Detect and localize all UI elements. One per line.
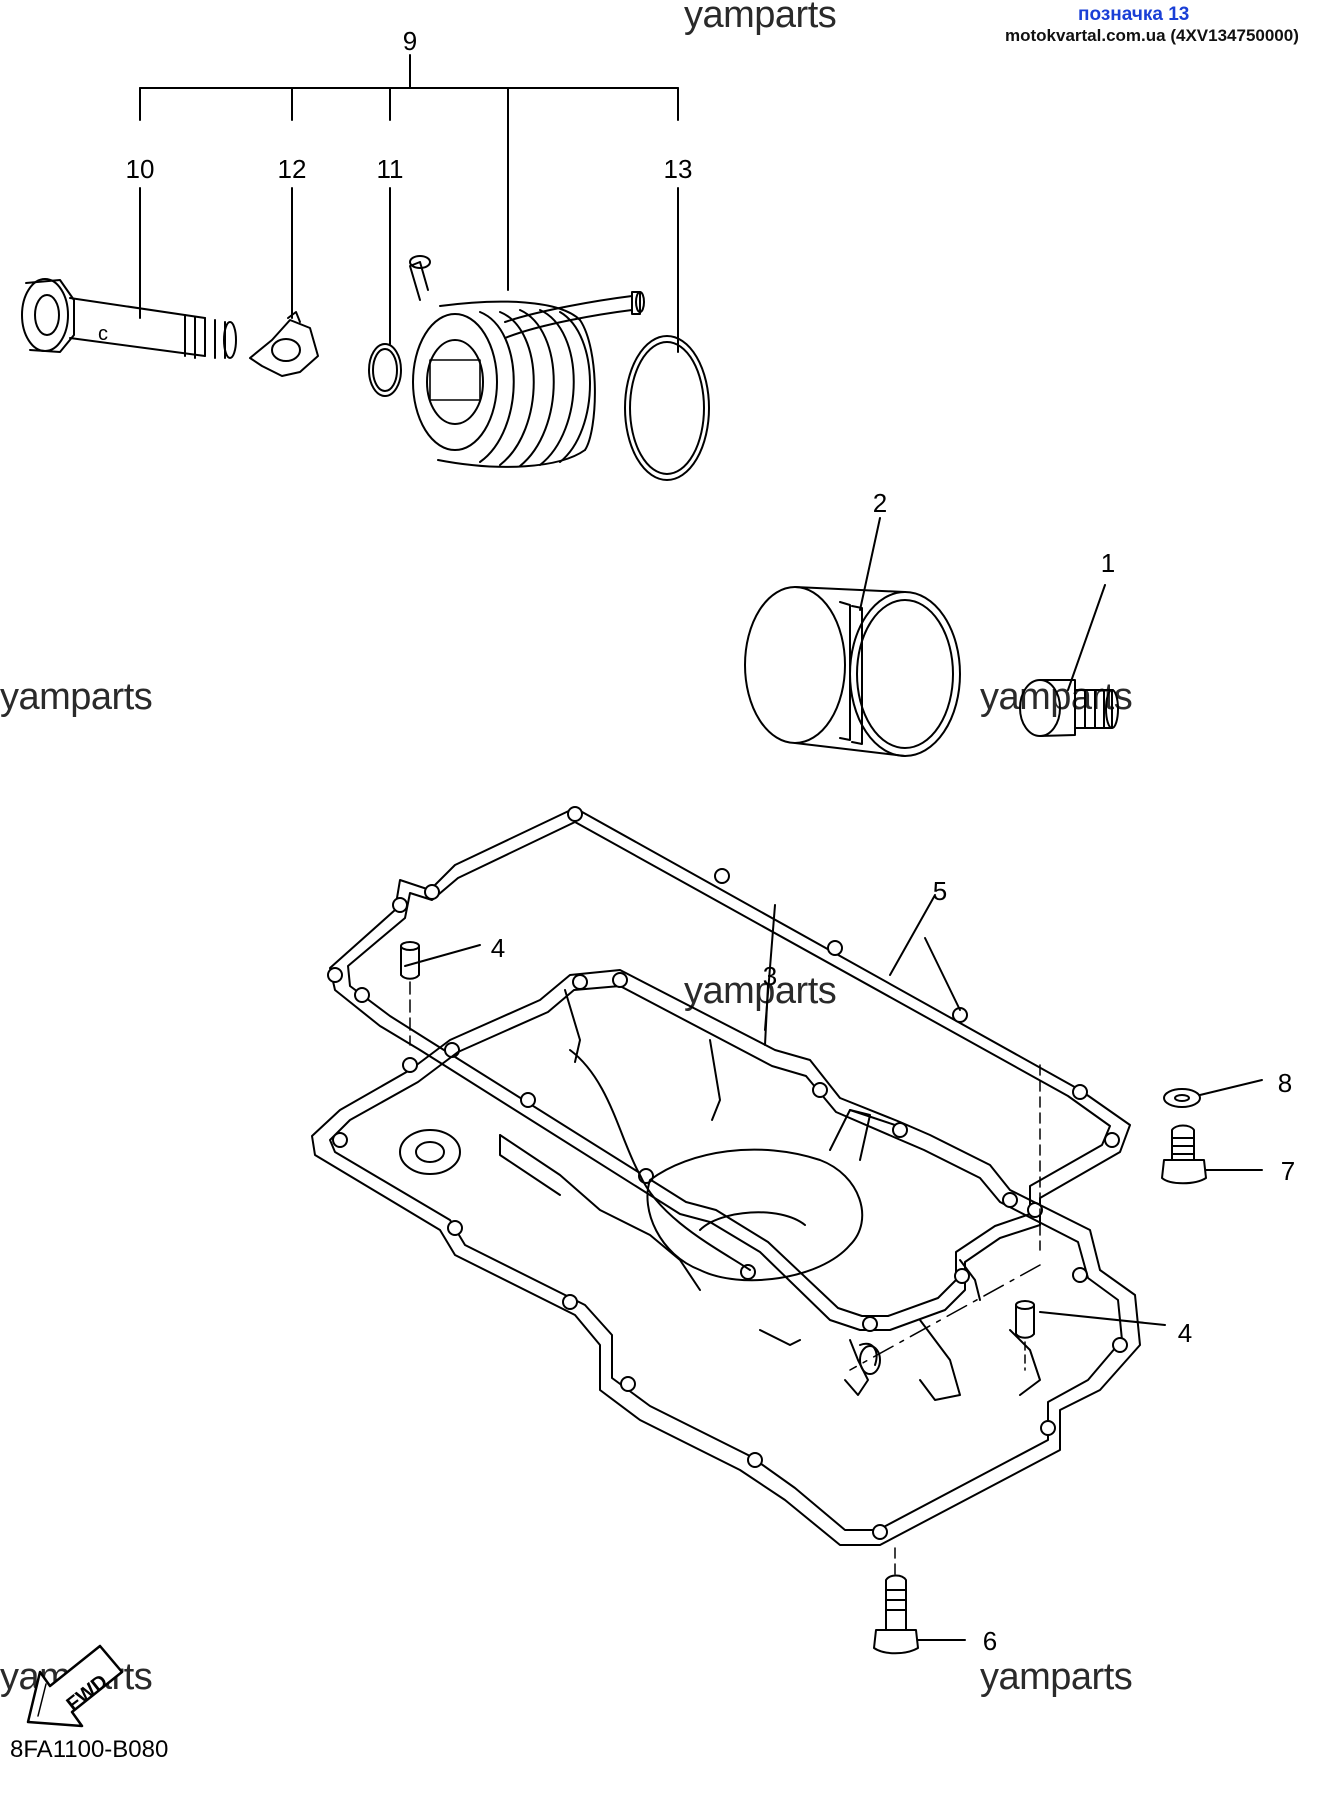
washer-part-8[interactable]: [1163, 1079, 1263, 1108]
callout-4a: 4: [491, 933, 505, 963]
diagram-code: 8FA1100-B080: [10, 1736, 169, 1763]
callout-11: 11: [377, 154, 404, 184]
callout-3: 3: [763, 961, 777, 991]
watermark-bottom-right: yamparts: [980, 1656, 1133, 1698]
bolt-part-7[interactable]: [1161, 1124, 1263, 1185]
callout-9: 9: [403, 26, 417, 56]
watermark-top: yamparts: [684, 0, 837, 36]
fwd-arrow-icon: FWD: [26, 1644, 124, 1728]
oil-cooler-part-9[interactable]: [409, 255, 645, 468]
callout-6: 6: [983, 1626, 997, 1656]
oil-filter-part-2[interactable]: [744, 517, 961, 757]
callout-1: 1: [1101, 548, 1115, 578]
large-o-ring-part-13[interactable]: [624, 335, 710, 481]
header-site-link[interactable]: motokvartal.com.ua (4XV134750000): [1005, 26, 1299, 45]
small-o-ring-part-11[interactable]: [368, 343, 402, 397]
callout-10: 10: [126, 154, 155, 184]
bolt-part-6[interactable]: [873, 1547, 966, 1655]
watermark-center: yamparts: [684, 970, 837, 1012]
callout-2: 2: [873, 488, 887, 518]
svg-text:c: c: [98, 323, 108, 345]
leader-3: [764, 984, 769, 1046]
callout-4b: 4: [1178, 1318, 1192, 1348]
oil-pan-part-3[interactable]: [311, 904, 1141, 1546]
callout-5: 5: [933, 876, 947, 906]
oil-pan-gasket-part-5[interactable]: [327, 806, 1131, 1332]
leader-5: [889, 894, 936, 976]
dowel-pin-part-4b[interactable]: [1015, 1300, 1166, 1371]
header-badge: позначка 13: [1078, 4, 1190, 25]
callout-13: 13: [664, 154, 693, 184]
leader-lines-top: [139, 187, 679, 353]
callout-7: 7: [1281, 1156, 1295, 1186]
drain-bolt-part-1[interactable]: [1019, 584, 1119, 737]
bracket-9: [139, 54, 679, 291]
dowel-pin-part-4a[interactable]: [400, 941, 481, 1046]
callout-12: 12: [278, 154, 307, 184]
callout-8: 8: [1278, 1068, 1292, 1098]
banjo-bolt-part-10[interactable]: c: [21, 278, 237, 359]
watermark-left: yamparts: [0, 676, 153, 718]
lock-washer-part-12[interactable]: [249, 311, 319, 377]
